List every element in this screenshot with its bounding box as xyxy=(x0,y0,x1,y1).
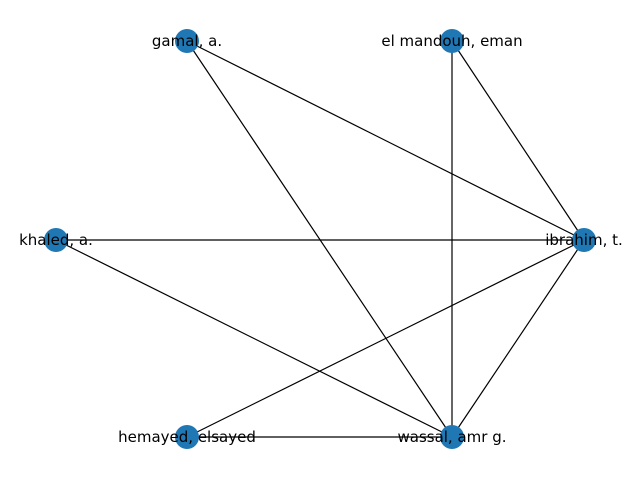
edge-elmandouh-ibrahim xyxy=(451,40,585,241)
edge-ibrahim-wassal xyxy=(451,239,585,438)
node-label-wassal: wassal, amr g. xyxy=(397,428,506,446)
node-layer xyxy=(44,29,596,449)
node-khaled xyxy=(44,228,68,252)
node-elmandouh xyxy=(440,29,464,53)
node-wassal xyxy=(440,425,464,449)
edge-ibrahim-hemayed xyxy=(186,239,585,438)
label-layer: gamal, a. el mandouh, eman khaled, a. ibrah… xyxy=(19,32,623,446)
edge-khaled-wassal xyxy=(55,239,453,438)
node-hemayed xyxy=(175,425,199,449)
node-ibrahim xyxy=(572,228,596,252)
node-label-hemayed: hemayed, elsayed xyxy=(118,428,256,446)
edge-gamal-ibrahim xyxy=(186,40,585,241)
node-label-elmandouh: el mandouh, eman xyxy=(381,32,522,50)
node-label-gamal: gamal, a. xyxy=(152,32,222,50)
node-label-khaled: khaled, a. xyxy=(19,231,93,249)
edge-layer xyxy=(55,40,585,438)
node-label-ibrahim: ibrahim, t. xyxy=(545,231,623,249)
node-gamal xyxy=(175,29,199,53)
edge-gamal-wassal xyxy=(186,40,453,438)
